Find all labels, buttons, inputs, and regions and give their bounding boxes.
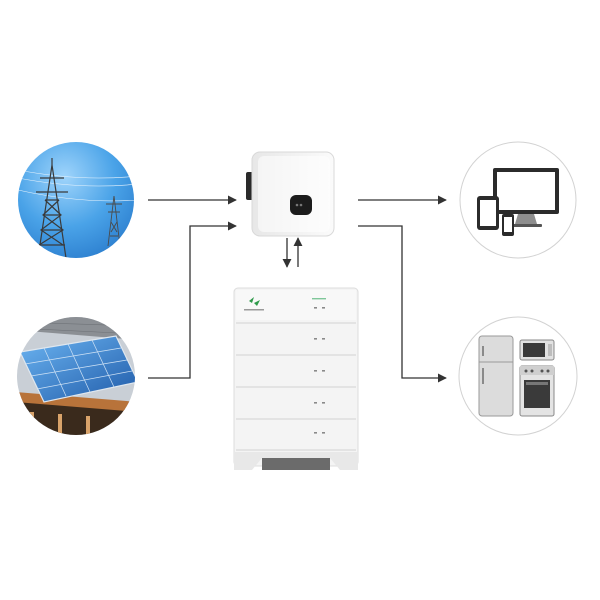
grid-node [18, 142, 134, 258]
appliances-node [458, 316, 578, 436]
microwave-icon [519, 339, 555, 361]
arrow-solar-to-inverter [148, 221, 237, 379]
hybrid-inverter [246, 151, 335, 237]
stove-icon [519, 365, 555, 417]
devices-node [459, 141, 577, 259]
battery-module [236, 354, 356, 372]
monitor-icon [493, 168, 559, 227]
arrow-inverter-to-appliances [358, 225, 447, 383]
solar-panel-icon [19, 335, 135, 403]
inverter-display-icon [290, 195, 312, 215]
battery-base [234, 452, 358, 470]
battery-module [236, 322, 356, 340]
flow-arrows [148, 195, 447, 383]
tablet-icon [477, 196, 499, 230]
phone-icon [502, 214, 514, 236]
battery-module [236, 418, 356, 434]
battery-controller [236, 290, 356, 320]
battery-stack [233, 287, 359, 470]
fridge-icon [478, 335, 514, 417]
brand-logo-icon [244, 297, 264, 311]
solar-node [17, 317, 135, 435]
battery-module [236, 386, 356, 404]
power-tower-icon [36, 158, 68, 258]
distant-tower-icon [106, 195, 122, 247]
